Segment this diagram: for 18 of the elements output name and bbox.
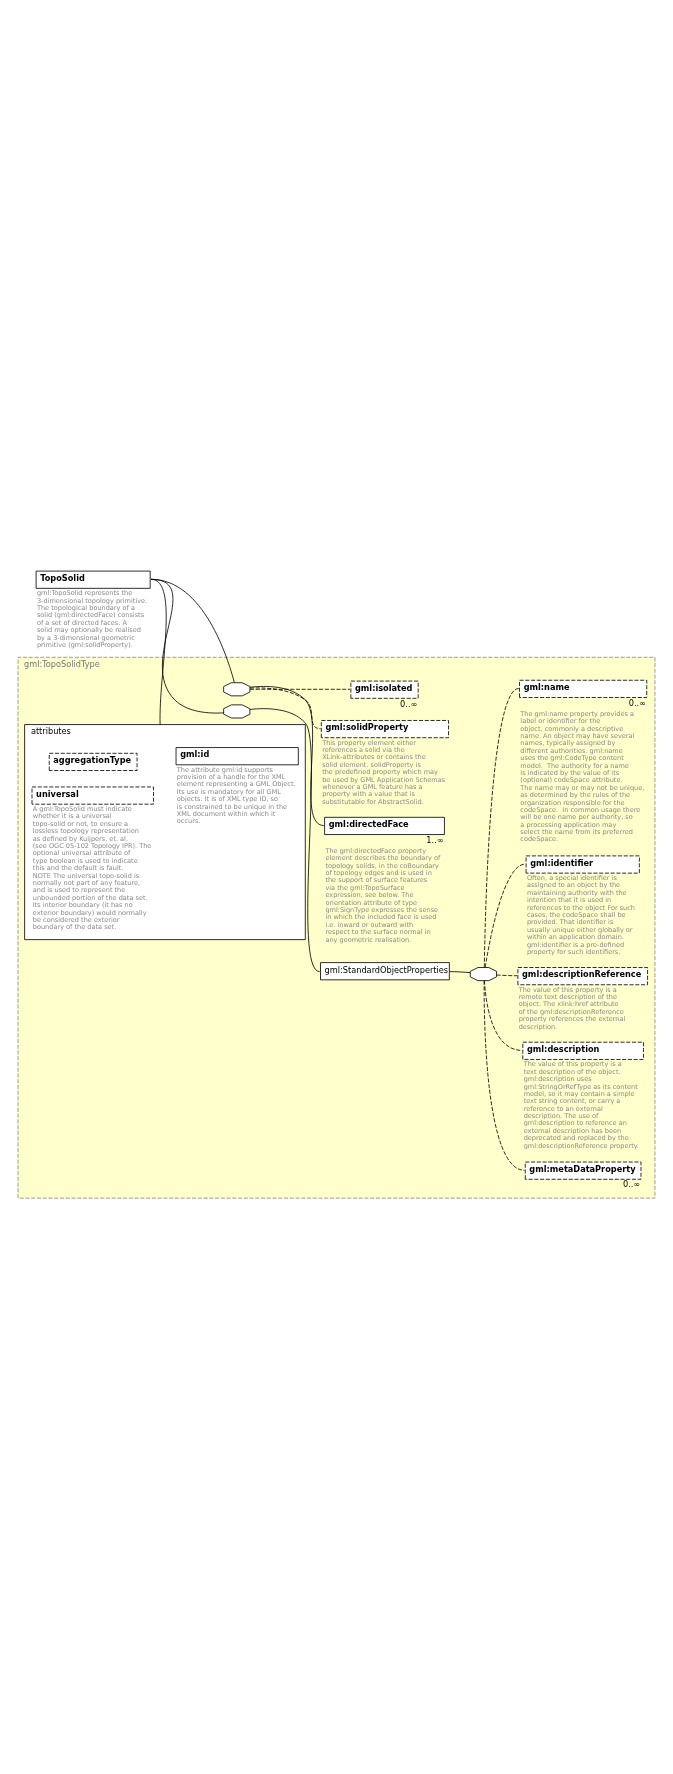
connector [249,685,325,826]
connector [484,863,526,968]
connector [496,974,518,976]
node-octagon [469,966,497,981]
node-label: 0..∞ [400,698,418,709]
connector [484,979,523,1051]
connector [249,707,321,972]
connector [483,979,525,1171]
node-label: 0..∞ [622,1178,641,1189]
node-octagon [223,703,251,718]
node-octagon [223,681,251,696]
node-label: 0..∞ [628,697,646,708]
node-label: 1..∞ [426,834,444,845]
connector [249,688,351,690]
connector [249,687,321,729]
connector [150,578,235,683]
connector [449,970,471,973]
connector [483,687,520,968]
